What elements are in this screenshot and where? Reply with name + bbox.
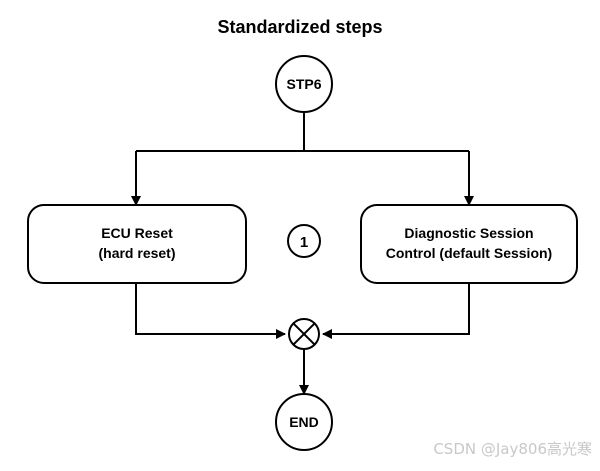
start-node: STP6 [275,55,333,113]
diagnostic-session-line1: Diagnostic Session [404,225,533,241]
branch-marker: 1 [287,224,321,258]
end-node-label: END [289,414,319,430]
circle-x-merge-icon [288,318,320,350]
diagnostic-session-line2: Control (default Session) [386,245,552,261]
ecu-reset-line2: (hard reset) [98,245,175,261]
ecu-reset-line1: ECU Reset [101,225,173,241]
start-node-label: STP6 [286,76,321,92]
ecu-reset-box: ECU Reset (hard reset) [27,204,247,284]
end-node: END [275,393,333,451]
diagnostic-session-box: Diagnostic Session Control (default Sess… [360,204,578,284]
arrow-left-to-merge [135,283,286,339]
diagram-title: Standardized steps [217,17,382,37]
arrow-right-to-merge [322,283,470,339]
watermark-text: CSDN @Jay806高光寒 [433,440,592,458]
branch-marker-label: 1 [300,234,308,251]
